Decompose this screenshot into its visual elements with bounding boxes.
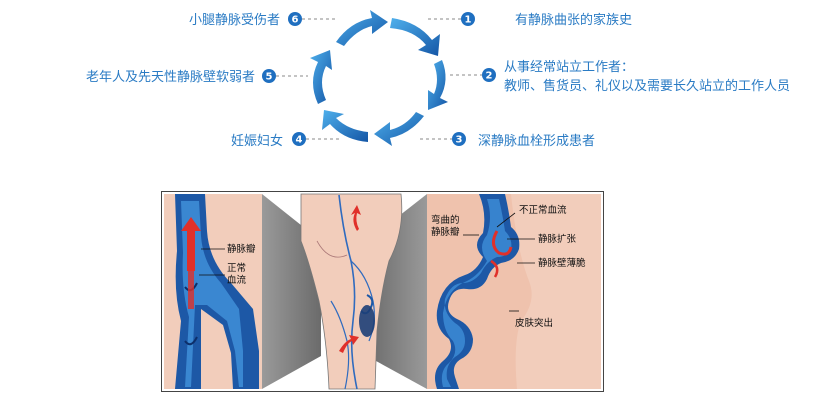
badge-5 xyxy=(262,69,276,83)
risk-factor-cycle: 1 2 3 4 5 6 有静脉曲张的家族史 从事经常站立工作者： 教师、售货员、… xyxy=(86,10,790,149)
connectors xyxy=(276,18,483,140)
risk-6-text: 小腿静脉受伤者 xyxy=(189,13,280,28)
badge-1 xyxy=(461,12,475,26)
risk-5-text: 老年人及先天性静脉壁软弱者 xyxy=(86,70,255,85)
label-thin-wall: 静脉壁薄脆 xyxy=(538,257,586,269)
svg-text:4: 4 xyxy=(296,135,303,146)
label-normal-1: 正常 xyxy=(227,262,246,274)
cycle-arrow-1 xyxy=(390,18,440,56)
svg-text:6: 6 xyxy=(292,15,299,26)
risk-1-text: 有静脉曲张的家族史 xyxy=(515,12,632,28)
svg-text:2: 2 xyxy=(486,71,493,82)
left-panel-normal-vein: 静脉瓣 正常 血流 xyxy=(164,194,262,389)
center-panel-leg xyxy=(300,193,403,390)
cycle-arrows xyxy=(310,10,448,146)
number-badges: 1 2 3 4 5 6 xyxy=(262,12,496,146)
badge-3 xyxy=(452,132,466,146)
label-curved-1: 弯曲的 xyxy=(431,214,460,226)
cycle-arrow-6 xyxy=(336,10,388,46)
risk-3-text: 深静脉血栓形成患者 xyxy=(478,134,595,149)
badge-4 xyxy=(292,132,306,146)
risk-2-detail: 教师、售货员、礼仪以及需要长久站立的工作人员 xyxy=(504,78,790,94)
label-normal-2: 血流 xyxy=(227,274,247,286)
svg-text:1: 1 xyxy=(465,15,472,26)
label-skin-bulge: 皮肤突出 xyxy=(515,317,553,329)
cycle-arrow-4 xyxy=(322,110,368,142)
cycle-arrow-3 xyxy=(374,112,424,146)
varicose-vein-illustration: 静脉瓣 正常 血流 不正常血流 xyxy=(161,191,604,392)
label-abnormal-flow: 不正常血流 xyxy=(519,204,567,216)
badge-6 xyxy=(288,12,302,26)
cycle-arrow-5 xyxy=(310,50,332,104)
cycle-arrow-2 xyxy=(428,60,448,110)
risk-2-text: 从事经常站立工作者： xyxy=(504,60,634,75)
label-valve: 静脉瓣 xyxy=(227,243,256,255)
badge-2 xyxy=(482,68,496,82)
svg-text:3: 3 xyxy=(456,135,463,146)
label-dilation: 静脉扩张 xyxy=(538,233,577,245)
svg-text:5: 5 xyxy=(266,72,273,83)
risk-4-text: 妊娠妇女 xyxy=(231,133,283,149)
label-curved-2: 静脉瓣 xyxy=(431,226,460,238)
right-panel-varicose-vein: 不正常血流 弯曲的 静脉瓣 静脉扩张 静脉壁薄脆 皮肤突出 xyxy=(427,194,601,389)
